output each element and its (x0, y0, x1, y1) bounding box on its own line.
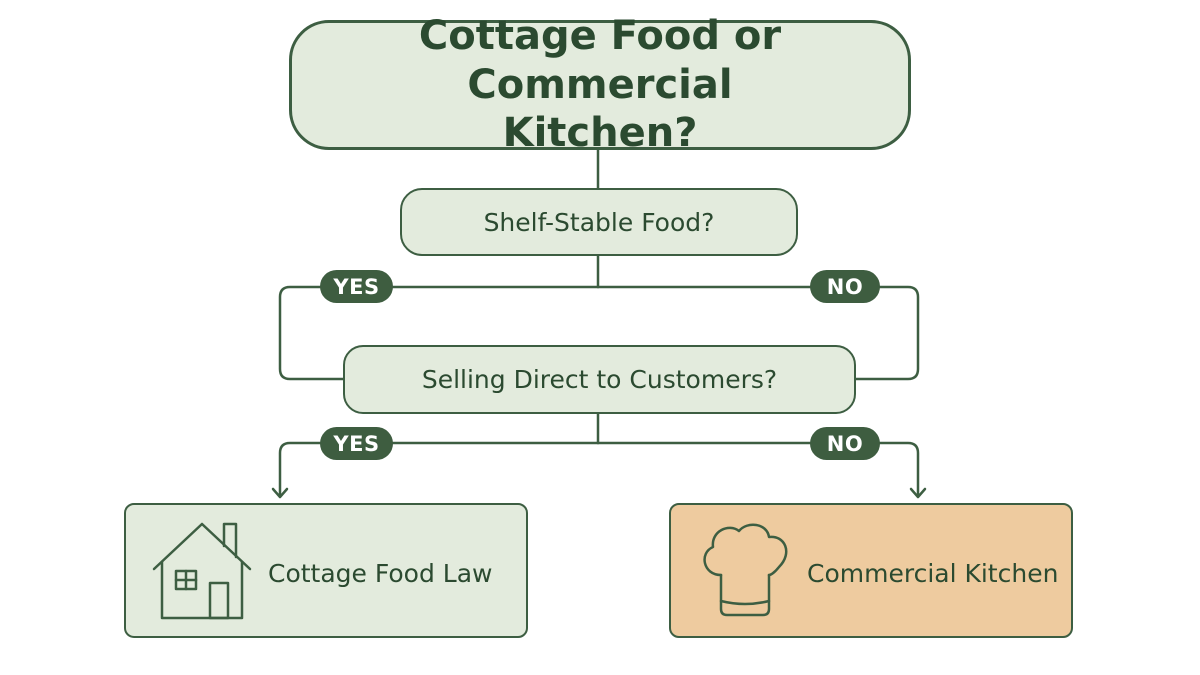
arrowhead-yes (271, 487, 289, 499)
title-node: Cottage Food or Commercial Kitchen? (289, 13, 911, 156)
decision-label-1: Shelf-Stable Food? (483, 207, 715, 237)
connector-q2-no (596, 441, 920, 498)
decision-selling-direct: Selling Direct to Customers? (343, 345, 856, 414)
decision-label-2: Selling Direct to Customers? (421, 365, 778, 394)
chef-hat-icon (697, 519, 793, 623)
result-cottage-food: Cottage Food Law (124, 503, 528, 638)
yes-badge-1: YES (320, 270, 393, 303)
no-badge-1: NO (810, 270, 880, 303)
result-commercial-kitchen: Commercial Kitchen (669, 503, 1073, 638)
result-label-commercial: Commercial Kitchen (807, 559, 1059, 588)
house-icon (152, 521, 252, 625)
connector-q2-yes (278, 441, 600, 498)
yes-badge-2: YES (320, 427, 393, 460)
decision-shelf-stable: Shelf-Stable Food? (400, 188, 798, 256)
diagram-title: Cottage Food or Commercial Kitchen? (418, 12, 782, 157)
no-badge-2: NO (810, 427, 880, 460)
result-label-cottage: Cottage Food Law (268, 559, 493, 588)
connector-q1-no (596, 285, 920, 381)
connector-q1-yes (278, 285, 600, 381)
arrowhead-no (909, 487, 927, 499)
